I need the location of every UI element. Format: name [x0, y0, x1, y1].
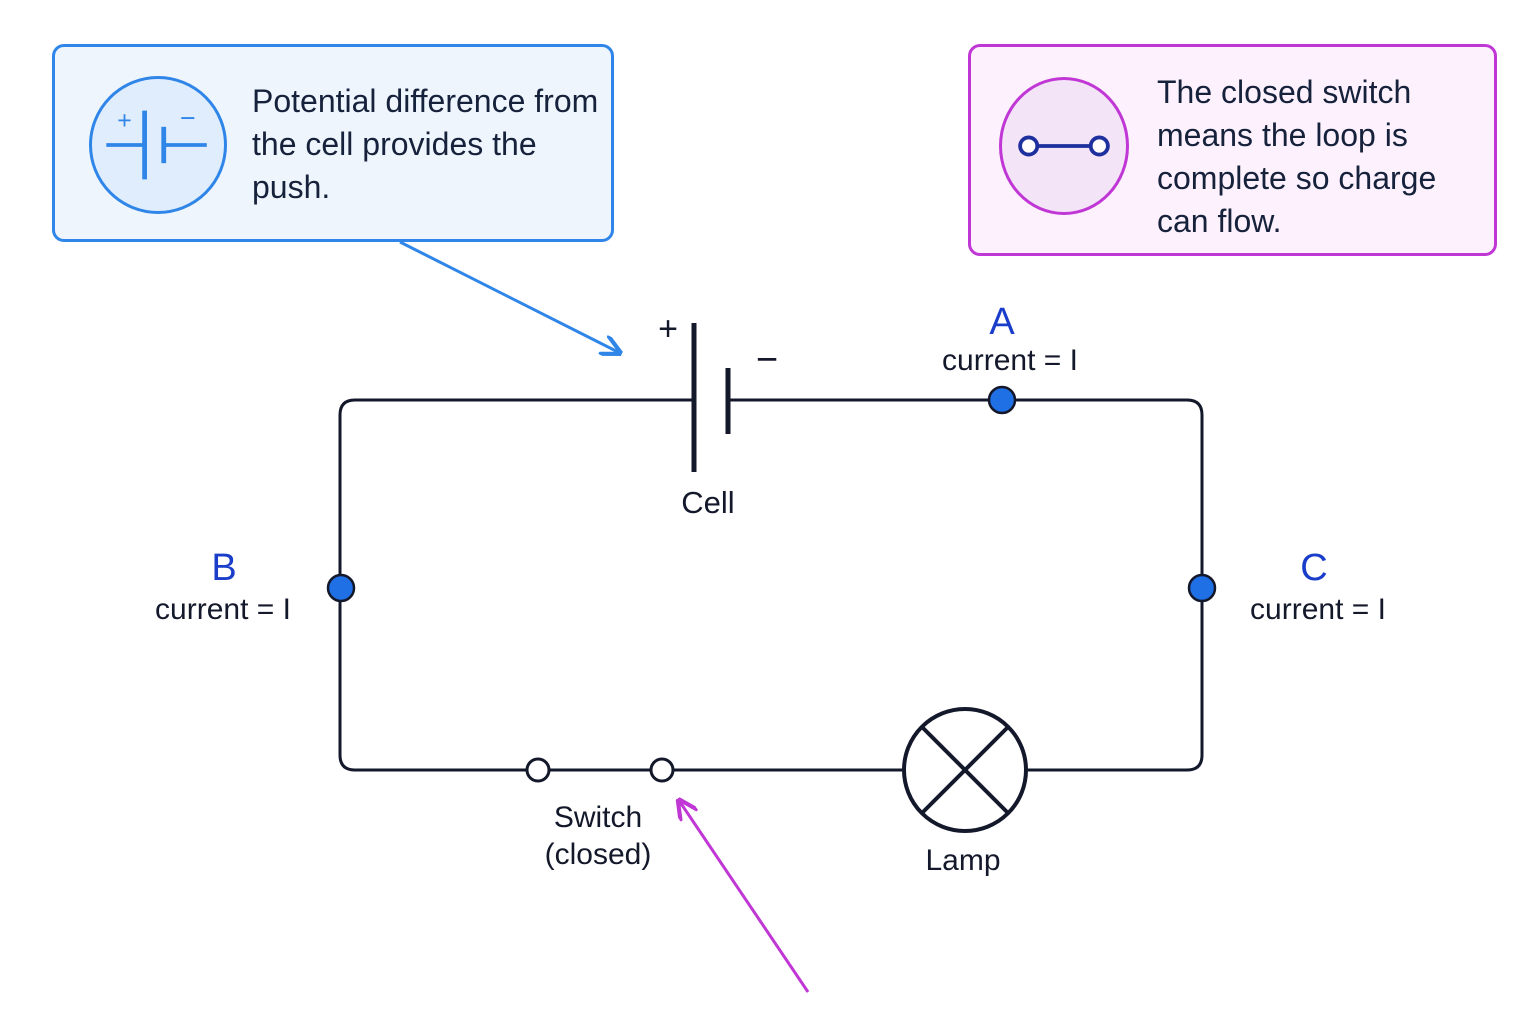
- icon-minus-sign: −: [180, 103, 196, 133]
- point-c-current: current = I: [1250, 593, 1386, 626]
- lamp-label: Lamp: [925, 844, 1000, 877]
- switch-callout-arrow: [680, 802, 810, 993]
- point-b-marker: [326, 573, 356, 603]
- cell-callout: + − Potential difference from the cell p…: [52, 44, 614, 242]
- cell-callout-text: Potential difference from the cell provi…: [252, 83, 599, 205]
- switch-label: Switch: [554, 801, 642, 834]
- point-a-letter: A: [989, 301, 1015, 343]
- point-c-marker: [1187, 573, 1217, 603]
- point-c: C current = I: [1187, 547, 1386, 626]
- point-a-current: current = I: [942, 344, 1078, 377]
- cell-minus-sign: −: [756, 339, 778, 381]
- point-c-letter: C: [1300, 547, 1327, 589]
- cell-callout-arrow: [399, 240, 618, 352]
- point-b: B current = I: [155, 547, 356, 626]
- point-a-marker: [987, 385, 1017, 415]
- switch-callout-text: The closed switch means the loop is comp…: [1157, 74, 1437, 239]
- cell-symbol: [691, 323, 731, 472]
- icon-plus-sign: +: [117, 107, 132, 135]
- closed-switch-icon: [999, 77, 1129, 215]
- circuit-wire: [338, 398, 1204, 772]
- switch-symbol: [525, 757, 675, 783]
- point-b-letter: B: [211, 547, 236, 589]
- point-a: A current = I: [942, 301, 1078, 415]
- cell-plus-sign: +: [658, 310, 678, 348]
- cell-label: Cell: [681, 485, 734, 520]
- point-b-current: current = I: [155, 593, 291, 626]
- switch-state-label: (closed): [545, 838, 652, 871]
- cell-symbol-icon: + −: [89, 76, 227, 214]
- lamp-symbol: [902, 707, 1028, 833]
- switch-callout: The closed switch means the loop is comp…: [968, 44, 1497, 256]
